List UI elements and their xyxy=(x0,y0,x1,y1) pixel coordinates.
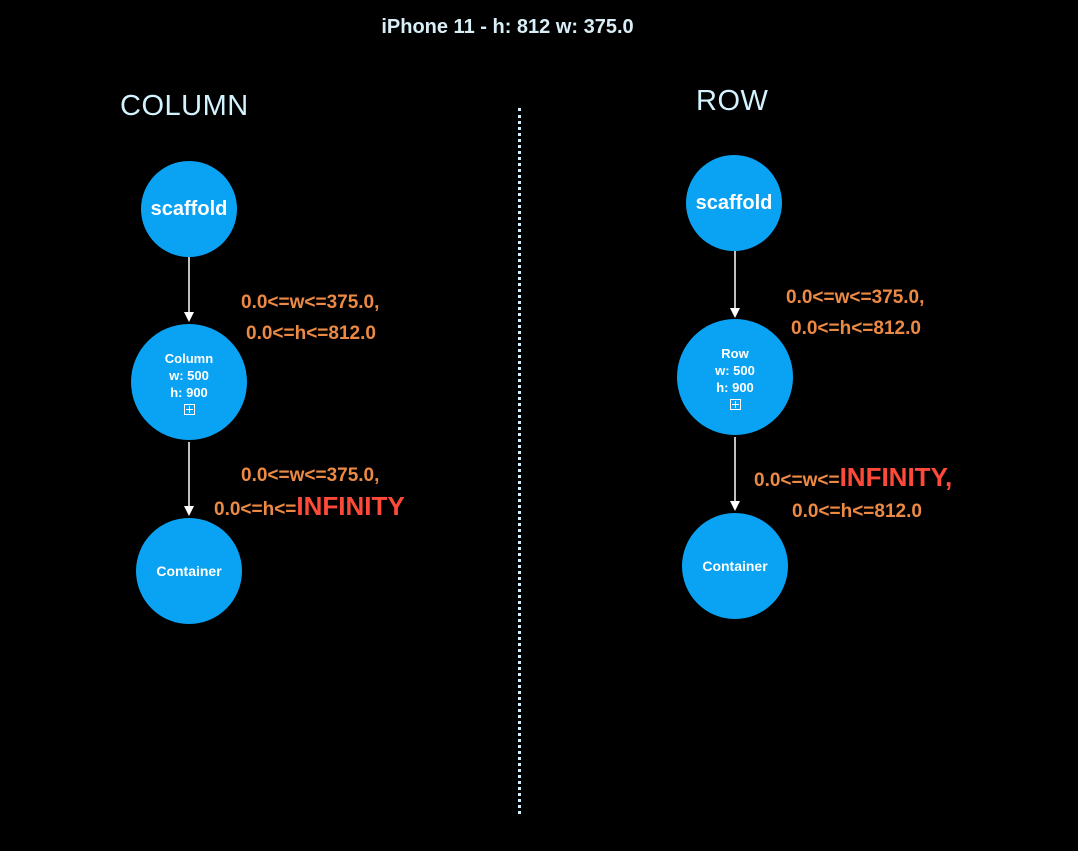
column-container-label: Container xyxy=(156,563,222,579)
column-edge1-height-constraint: 0.0<=h<=812.0 xyxy=(246,323,376,344)
column-node-name: Column xyxy=(164,350,214,366)
row-node: Row w: 500 h: 900 xyxy=(677,319,793,435)
column-node: Column w: 500 h: 900 xyxy=(131,324,247,440)
row-node-name: Row xyxy=(721,345,749,361)
row-edge1-width-constraint: 0.0<=w<=375.0, xyxy=(786,287,925,308)
row-node-width: w: 500 xyxy=(715,362,755,378)
row-scaffold-node: scaffold xyxy=(686,155,782,251)
expand-icon xyxy=(183,403,195,415)
row-infinity-emphasis: INFINITY, xyxy=(839,462,953,492)
column-scaffold-label: scaffold xyxy=(150,197,228,220)
column-infinity-emphasis: INFINITY xyxy=(296,491,405,521)
column-scaffold-node: scaffold xyxy=(141,161,237,257)
column-section-label: COLUMN xyxy=(120,90,249,122)
row-container-node: Container xyxy=(682,513,788,619)
column-node-width: w: 500 xyxy=(169,367,209,383)
section-divider xyxy=(518,108,521,814)
row-edge1-height-constraint: 0.0<=h<=812.0 xyxy=(791,318,921,339)
column-container-node: Container xyxy=(136,518,242,624)
column-edge2-height-prefix: 0.0<=h<= xyxy=(214,499,297,520)
column-edge2-height-constraint: 0.0<=h<=INFINITY xyxy=(214,491,405,525)
diagram-title: iPhone 11 - h: 812 w: 375.0 xyxy=(381,16,634,38)
expand-icon xyxy=(729,398,741,410)
row-container-label: Container xyxy=(702,558,768,574)
column-edge1-constraint: 0.0<=w<=375.0, 0.0<=h<=812.0 xyxy=(241,287,379,349)
column-node-height: h: 900 xyxy=(170,384,208,400)
row-edge2-width-constraint: 0.0<=w<=INFINITY, xyxy=(754,462,952,496)
row-edge2-width-prefix: 0.0<=w<= xyxy=(754,470,840,491)
column-edge2-constraint: 0.0<=w<=375.0, 0.0<=h<=INFINITY xyxy=(214,460,405,525)
row-section-label: ROW xyxy=(696,85,769,117)
row-scaffold-label: scaffold xyxy=(695,191,773,214)
row-node-height: h: 900 xyxy=(716,379,754,395)
row-edge1-constraint: 0.0<=w<=375.0, 0.0<=h<=812.0 xyxy=(786,282,924,344)
column-edge2-width-constraint: 0.0<=w<=375.0, xyxy=(241,465,380,486)
column-edge1-width-constraint: 0.0<=w<=375.0, xyxy=(241,292,380,313)
row-edge2-constraint: 0.0<=w<=INFINITY, 0.0<=h<=812.0 xyxy=(754,462,952,527)
row-edge2-height-constraint: 0.0<=h<=812.0 xyxy=(792,501,922,522)
